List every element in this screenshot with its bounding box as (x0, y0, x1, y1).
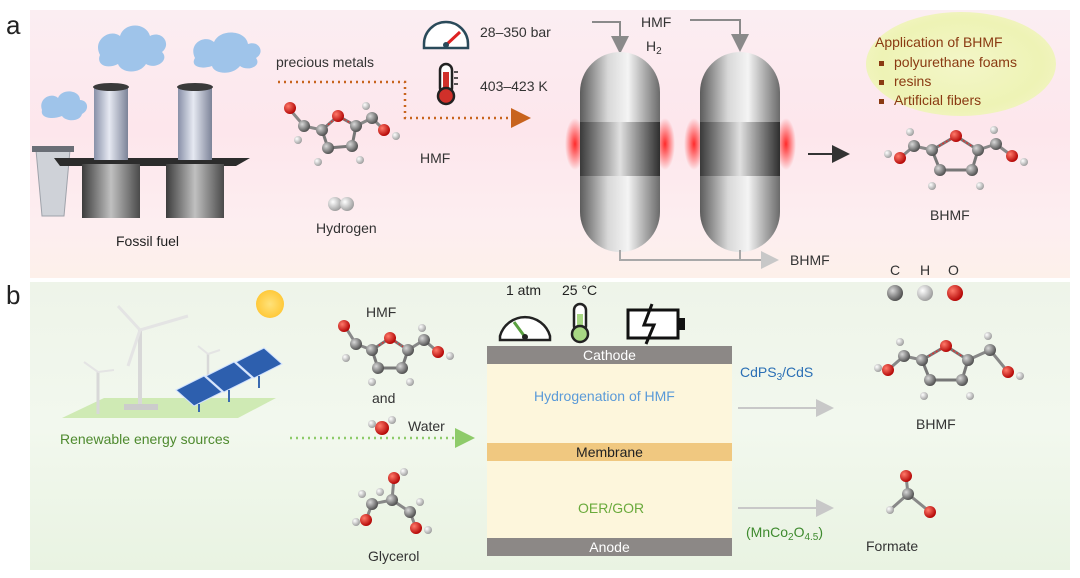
hmf-molecule (284, 102, 400, 166)
hmf-b-label: HMF (366, 304, 397, 320)
glycerol-molecule (352, 468, 432, 534)
precious-metals-label: precious metals (276, 54, 375, 70)
panel-b-letter: b (6, 280, 21, 310)
application-title: Application of BHMF (875, 34, 1003, 50)
hydrogen-label: Hydrogen (316, 220, 377, 236)
outlet-line (619, 250, 779, 269)
catalyst-arrow (278, 80, 531, 128)
water-molecule (368, 416, 396, 435)
bhmf-molecule-b (874, 332, 1024, 400)
hydrogenation-label: Hydrogenation of HMF (534, 388, 675, 404)
carbon-atom-legend (887, 285, 903, 301)
legend-o-label: O (948, 262, 959, 278)
battery-icon (626, 303, 685, 345)
feed-h2-label: H2 (646, 38, 662, 57)
bhmf-molecule (884, 126, 1028, 190)
formate-label: Formate (866, 538, 919, 554)
renewable-label: Renewable energy sources (60, 431, 230, 447)
feed-line-right (690, 19, 749, 52)
feed-hmf-label: HMF (641, 14, 672, 30)
thermometer-icon (436, 62, 458, 106)
renewable-energy-illustration (62, 304, 283, 418)
oxygen-atom-legend (947, 285, 963, 301)
pressure-label: 28–350 bar (480, 24, 551, 40)
temperature-b-label: 25 °C (562, 282, 598, 298)
anode-bar: Anode (487, 538, 732, 556)
formate-molecule (886, 470, 936, 518)
water-label: Water (408, 418, 445, 434)
pressure-b-label: 1 atm (506, 282, 542, 298)
reactor-vessel-2 (684, 52, 796, 252)
bullet-icon (879, 79, 884, 85)
reactor-vessel-1 (565, 52, 675, 252)
sun-icon (256, 290, 284, 318)
membrane-bar: Membrane (487, 443, 732, 461)
and-label: and (372, 390, 396, 406)
application-item: resins (879, 73, 931, 89)
hydrogen-atom-legend (917, 285, 933, 301)
pressure-gauge-icon-b (498, 315, 552, 342)
thermometer-icon-b (570, 302, 590, 344)
bhmf-b-label: BHMF (916, 416, 956, 432)
application-bubble (866, 12, 1056, 116)
hmf-molecule-b (338, 320, 454, 386)
fossil-fuel-plant (32, 25, 261, 218)
cathode-catalyst-label: CdPS3/CdS (740, 364, 814, 383)
legend-h-label: H (920, 262, 931, 278)
bullet-icon (879, 98, 884, 104)
application-item: polyurethane foams (879, 54, 1017, 70)
feed-line-left (592, 21, 629, 54)
hydrogen-molecule (328, 197, 354, 211)
hmf-label: HMF (420, 150, 451, 166)
legend-c-label: C (890, 262, 901, 278)
temperature-label: 403–423 K (480, 78, 548, 94)
pressure-gauge-icon (422, 20, 470, 50)
fossil-fuel-label: Fossil fuel (116, 233, 180, 249)
cathode-bar: Cathode (487, 346, 732, 364)
anode-catalyst-label: (MnCo2O4.5) (746, 524, 824, 543)
product-bhmf-label: BHMF (930, 207, 970, 223)
panel-a-letter: a (6, 10, 21, 40)
application-item: Artificial fibers (879, 92, 981, 108)
glycerol-label: Glycerol (368, 548, 420, 564)
bullet-icon (879, 60, 884, 66)
outlet-bhmf-label: BHMF (790, 252, 830, 268)
oer-gor-label: OER/GOR (578, 500, 645, 516)
